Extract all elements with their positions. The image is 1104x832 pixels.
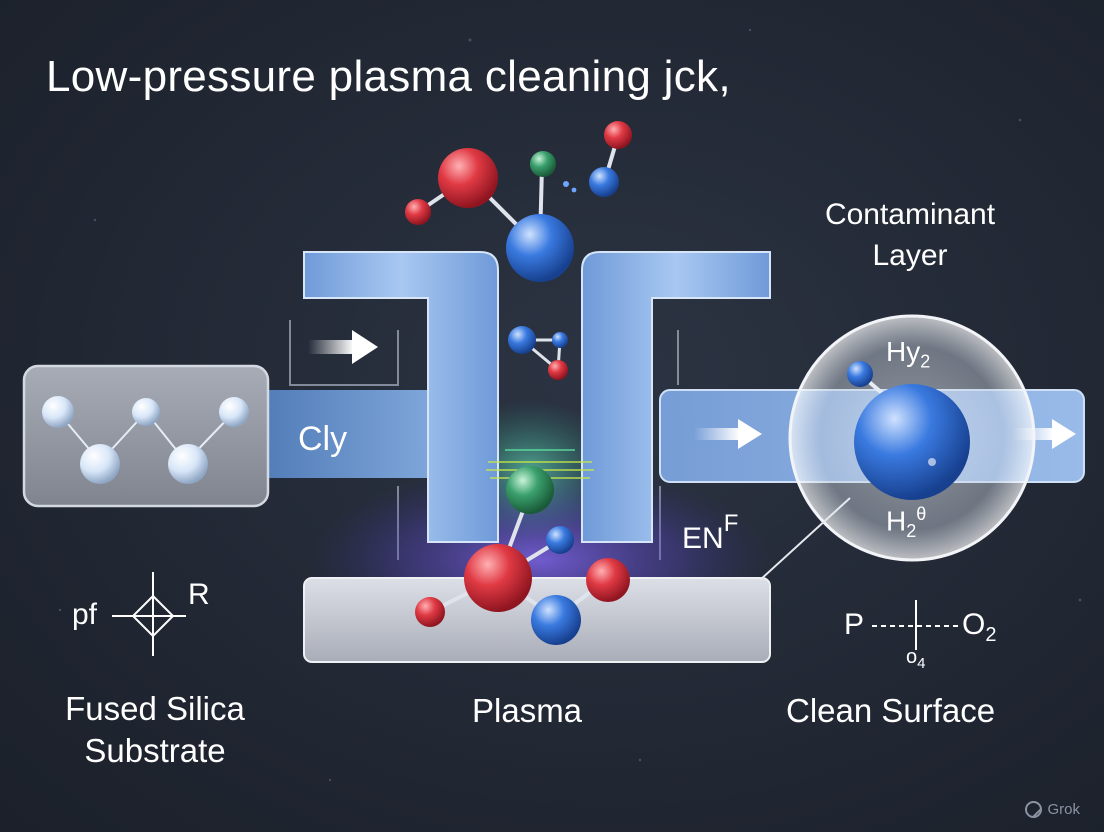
sphere-bottom-sup: θ bbox=[916, 504, 927, 524]
inlet-gas-label: Cly bbox=[298, 420, 348, 458]
watermark-text: Grok bbox=[1047, 800, 1080, 818]
flow-arrow-inlet bbox=[308, 330, 378, 364]
inlet-beam bbox=[240, 390, 440, 478]
contaminant-sphere bbox=[788, 314, 1036, 562]
blue-atom bbox=[531, 595, 581, 645]
sphere-bottom-text: H bbox=[886, 505, 907, 537]
gap-molecule bbox=[508, 326, 568, 380]
fused-silica-label: Fused Silica Substrate bbox=[40, 690, 270, 770]
blue-atom-small bbox=[589, 167, 619, 197]
red-atom-small bbox=[415, 597, 445, 627]
red-atom-small bbox=[604, 121, 632, 149]
watermark: Grok bbox=[1025, 801, 1080, 818]
gas-molecule-atom bbox=[80, 444, 120, 484]
sphere-top-sub: 2 bbox=[920, 351, 931, 372]
left-electrode-tube bbox=[303, 251, 499, 543]
top-molecule-cluster bbox=[405, 121, 632, 282]
small-blue-atom bbox=[847, 361, 873, 387]
red-atom-small bbox=[405, 199, 431, 225]
left-formula-r: R bbox=[188, 578, 210, 611]
grok-logo-icon bbox=[1025, 800, 1043, 818]
gas-molecule-atom bbox=[132, 398, 160, 426]
left-formula-glyph bbox=[112, 572, 186, 656]
right-formula-p: P bbox=[844, 608, 865, 641]
sphere-top-label: Hy2 bbox=[886, 336, 930, 372]
right-formula-o2-sub: 2 bbox=[985, 624, 997, 646]
en-label: ENF bbox=[682, 510, 738, 557]
large-blue-atom bbox=[854, 384, 970, 500]
sphere-bottom-label: H2θ bbox=[886, 504, 926, 542]
plasma-label: Plasma bbox=[472, 692, 583, 729]
red-atom bbox=[438, 148, 498, 208]
gas-source-box bbox=[22, 364, 270, 508]
gas-molecule-atom bbox=[219, 397, 249, 427]
en-sup: F bbox=[723, 510, 739, 537]
green-atom bbox=[506, 466, 554, 514]
right-formula-o4: o4 bbox=[906, 646, 925, 672]
blue-atom-small bbox=[546, 526, 574, 554]
right-electrode-tube bbox=[581, 251, 771, 543]
fused-silica-line1: Fused Silica bbox=[65, 690, 245, 727]
red-atom bbox=[464, 544, 532, 612]
flow-arrow-outlet-1 bbox=[694, 419, 762, 449]
right-formula-o4-text: o bbox=[906, 646, 918, 668]
leader-line bbox=[759, 497, 851, 581]
gas-molecule-atom bbox=[42, 396, 74, 428]
right-formula-o2-text: O bbox=[962, 608, 986, 641]
bottom-molecule-cluster bbox=[415, 466, 630, 645]
en-text: EN bbox=[682, 522, 724, 555]
red-atom bbox=[586, 558, 630, 602]
sphere-bottom-sub: 2 bbox=[906, 520, 917, 541]
background-specks bbox=[58, 28, 1082, 782]
right-formula-o4-sub: 4 bbox=[917, 655, 926, 672]
contaminant-label-line2: Layer bbox=[872, 238, 948, 272]
green-atom bbox=[530, 151, 556, 177]
clean-surface-label: Clean Surface bbox=[786, 692, 996, 729]
blue-atom bbox=[506, 214, 574, 282]
contaminant-layer-label: Contaminant Layer bbox=[792, 198, 1028, 273]
fused-silica-line2: Substrate bbox=[84, 731, 226, 769]
left-formula-prefix: pf bbox=[72, 598, 98, 631]
gas-molecule-atom bbox=[168, 444, 208, 484]
right-formula-o2: O2 bbox=[962, 608, 996, 647]
sphere-top-text: Hy bbox=[886, 336, 921, 367]
contaminant-label-line1: Contaminant bbox=[824, 198, 996, 231]
diagram-title: Low-pressure plasma cleaning jck, bbox=[46, 52, 731, 101]
right-formula-glyph bbox=[872, 600, 962, 650]
